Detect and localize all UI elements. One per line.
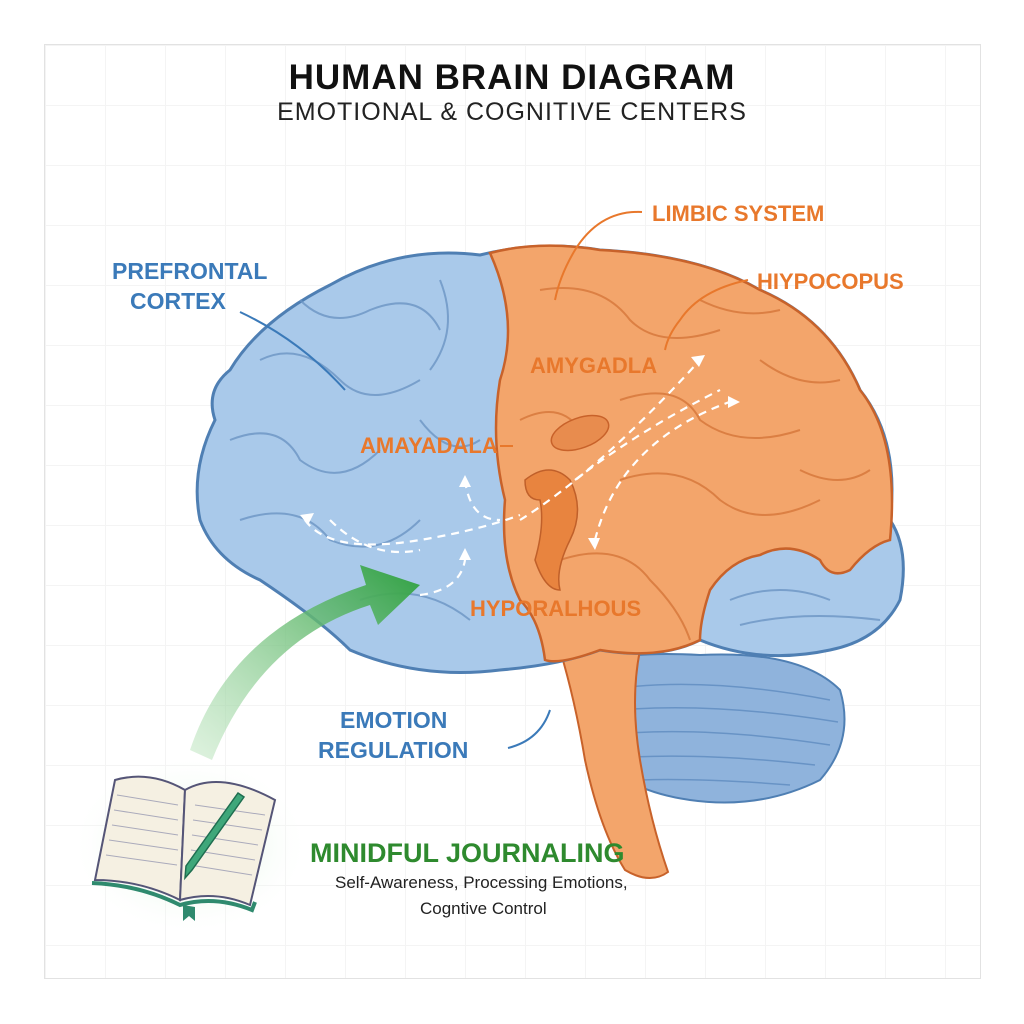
label-prefrontal-line1: PREFRONTAL	[112, 258, 268, 284]
label-amygdala-top: AMYGADLA	[530, 353, 658, 378]
green-arrow	[190, 565, 420, 760]
amygdala-shape	[550, 414, 610, 452]
limbic-region	[488, 244, 894, 663]
label-hypothalamus: HYPORALHOUS	[470, 596, 642, 621]
journaling-desc-line1: Self-Awareness, Processing Emotions,	[335, 873, 628, 892]
page-title: HUMAN BRAIN DIAGRAM	[288, 58, 736, 97]
label-emotion-line2: REGULATION	[318, 737, 469, 763]
label-hippocampus: HIYPOCOPUS	[757, 269, 904, 294]
hippocampus-shape	[524, 469, 579, 591]
label-prefrontal-line2: CORTEX	[130, 288, 226, 314]
journaling-desc-line2: Cogntive Control	[420, 899, 547, 918]
brain-stem	[558, 649, 670, 879]
label-amygdala-left: AMAYADALA	[360, 433, 498, 458]
page-subtitle: EMOTIONAL & COGNITIVE CENTERS	[277, 98, 747, 126]
label-emotion-line1: EMOTION	[340, 707, 448, 733]
journaling-title: MINIDFUL JOURNALING	[310, 838, 625, 868]
label-limbic-system: LIMBIC SYSTEM	[652, 201, 825, 226]
journal-icon	[70, 755, 310, 935]
